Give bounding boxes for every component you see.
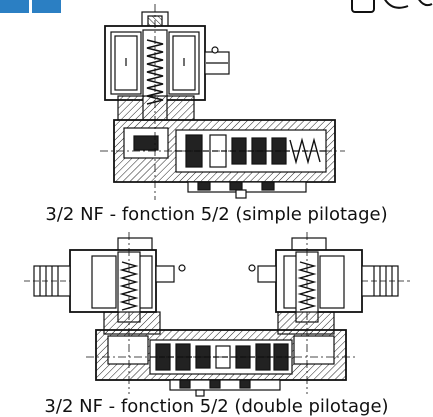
caption-double-pilotage: 3/2 NF - fonction 5/2 (double pilotage): [44, 396, 389, 417]
caption-simple-pilotage: 3/2 NF - fonction 5/2 (simple pilotage): [45, 204, 388, 225]
header-tabs: [0, 0, 62, 18]
tab-right: [32, 0, 61, 13]
tab-left: [0, 0, 29, 13]
corner-icon: [351, 0, 433, 13]
valve-drawing-simple: [100, 4, 345, 200]
valve-drawing-double: [24, 232, 410, 397]
